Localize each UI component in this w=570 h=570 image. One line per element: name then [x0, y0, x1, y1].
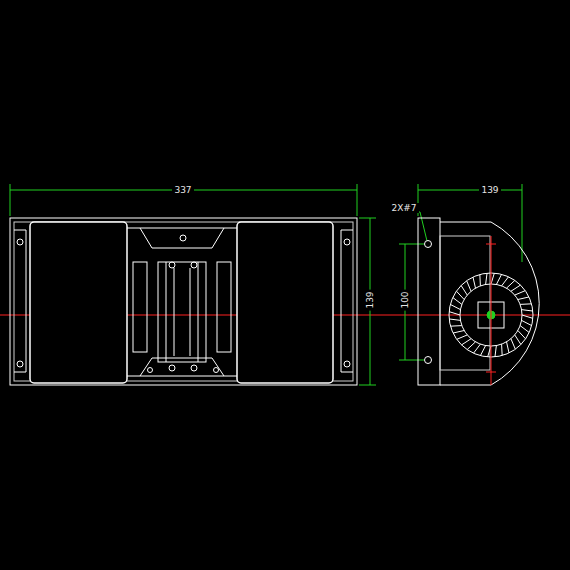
blade-stroke — [520, 326, 529, 333]
blade-stroke — [496, 274, 501, 284]
flange-hole — [344, 239, 350, 245]
center-mark — [486, 372, 496, 373]
blade-stroke — [507, 280, 515, 288]
blade-stroke — [453, 298, 462, 305]
blade-stroke — [450, 304, 460, 309]
blade-stroke — [522, 315, 533, 318]
blade-stroke — [480, 346, 485, 356]
screw — [169, 262, 175, 268]
blade-stroke — [502, 277, 509, 286]
center-line — [491, 236, 492, 385]
center-mark — [486, 244, 496, 245]
motor-body — [158, 262, 206, 362]
blade-stroke — [518, 297, 529, 300]
blade-stroke — [511, 339, 515, 349]
blade-stroke — [518, 331, 526, 339]
blade-stroke — [451, 325, 462, 327]
screw — [148, 368, 153, 373]
dimension-depth: 139 — [479, 185, 500, 195]
blade-stroke — [522, 310, 533, 311]
motor-ribs — [166, 262, 198, 362]
mount-hole — [425, 241, 432, 248]
blade-stroke — [522, 320, 532, 325]
side-bracket — [133, 262, 147, 352]
blade-stroke — [467, 342, 475, 350]
blade-stroke — [449, 312, 460, 315]
blade-stroke — [486, 273, 487, 284]
scroll-housing — [237, 222, 333, 383]
flange-hole — [344, 361, 350, 367]
blade-stroke — [479, 275, 481, 286]
screw — [191, 262, 197, 268]
scroll-housing — [30, 222, 127, 383]
dimension-lines — [10, 184, 522, 385]
dimension-width: 337 — [172, 185, 193, 195]
screw — [169, 365, 175, 371]
blade-stroke — [467, 281, 471, 291]
blade-stroke — [462, 339, 472, 345]
housing-outline — [10, 218, 357, 385]
blade-stroke — [515, 335, 521, 345]
blade-stroke — [473, 277, 476, 288]
screw — [214, 368, 219, 373]
blade-stroke — [456, 291, 464, 299]
blade-stroke — [488, 346, 491, 357]
blade-stroke — [515, 291, 525, 295]
blade-stroke — [520, 303, 531, 305]
blade-stroke — [507, 342, 510, 353]
screw — [191, 365, 197, 371]
dimension-height: 139 — [365, 289, 375, 310]
hole-callout: 2X#7 — [389, 203, 418, 213]
blade-stroke — [511, 285, 521, 291]
side-bracket — [217, 262, 231, 352]
screw — [180, 235, 186, 241]
blade-stroke — [453, 331, 464, 334]
blade-stroke — [457, 335, 467, 339]
blade-stroke — [491, 273, 494, 284]
flange-hole — [17, 239, 23, 245]
mount-flange — [418, 218, 440, 385]
scroll-outline — [440, 222, 539, 385]
flange-hole — [17, 361, 23, 367]
blade-stroke — [474, 344, 481, 353]
blade-stroke — [501, 344, 503, 355]
blade-stroke — [495, 346, 496, 357]
blade-stroke — [461, 286, 467, 296]
motor-frame — [127, 228, 237, 376]
blade-stroke — [449, 319, 460, 320]
mount-hole — [425, 357, 432, 364]
dimension-hole-pitch: 100 — [400, 289, 410, 310]
side-body — [440, 236, 490, 370]
